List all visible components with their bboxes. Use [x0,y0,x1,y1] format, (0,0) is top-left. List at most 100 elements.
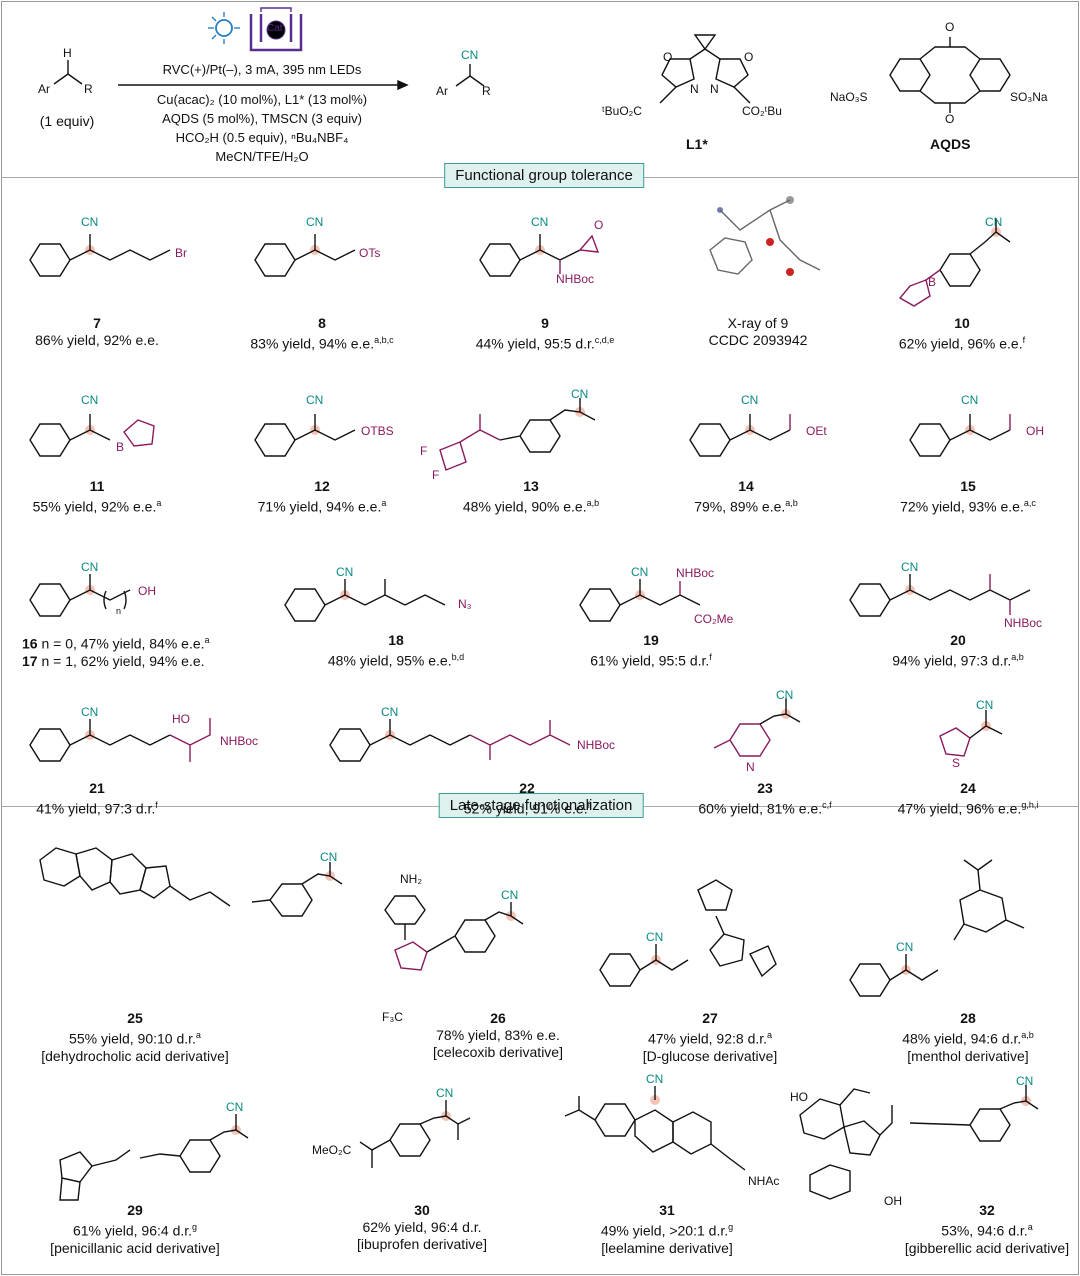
substrate-h: H [63,46,72,60]
atom-cn-29: CN [226,1100,244,1114]
compound-result-text: 47% yield, 92:8 d.r. [647,1030,768,1047]
compound-result-text: 79%, 89% e.e. [694,498,786,515]
compound-note: [leelamine derivative] [601,1239,733,1256]
compound-note: [D-glucose derivative] [642,1047,778,1064]
compound-result-text: X-ray of 9 [727,315,789,331]
compound-result: X-ray of 9 [709,315,808,332]
compound-result-text: 55% yield, 92% e.e. [32,498,157,515]
structure-30 [359,1100,471,1168]
aqds-so3na-left: NaO₃S [830,90,868,104]
compound-result-text: 41% yield, 97:3 d.r. [36,800,156,817]
compound-result-text: 60% yield, 81% e.e. [698,800,823,817]
product-ar: Ar [436,84,448,98]
atom-cn-21: CN [81,705,99,719]
compound-result: 71% yield, 94% e.e.a [258,495,387,516]
compound-result: 48% yield, 95% e.e.b,d [328,649,464,670]
atom-cn-27: CN [646,930,664,944]
structure-32 [799,1085,1039,1200]
compound-note: [penicillanic acid derivative] [50,1239,220,1256]
compound-result-text: 62% yield, 96:4 d.r. [362,1219,482,1235]
compound-result: 44% yield, 95:5 d.r.c,d,e [476,332,615,353]
compound-result-text: 62% yield, 96% e.e. [898,335,1023,352]
section-late-stage-functionalization: Late-stage functionalization [438,793,644,818]
footnote-marker: a [204,635,210,645]
compound-number: 27 [702,1010,718,1026]
compound-number: 31 [659,1202,675,1218]
compound-result-text: 94% yield, 97:3 d.r. [892,652,1012,669]
compound-result: 47% yield, 92:8 d.r.a [643,1027,778,1048]
compound-number: 8 [318,315,326,331]
substrate-equiv: (1 equiv) [39,113,95,129]
atom-oh-16: OH [138,584,156,598]
structure-11 [29,414,155,457]
structure-18 [284,579,446,622]
compound-line-16: 16 n = 0, 47% yield, 84% e.e.a [22,632,210,653]
substrate-structure [53,60,83,85]
atom-cn-19: CN [631,565,649,579]
compound-result: 49% yield, >20:1 d.r.g [601,1219,733,1240]
footnote-marker: c,d,e [594,335,615,345]
compound-note: [gibberellic acid derivative] [904,1239,1070,1256]
atom-cn-8: CN [306,215,324,229]
compound-result: 72% yield, 93% e.e.a,c [900,495,1036,516]
atom-cn-25: CN [320,850,338,864]
footnote-marker: a [156,498,162,508]
electrochemical-cell-icon [249,7,303,52]
footnote-marker: g [192,1222,198,1232]
structure-28 [849,859,1025,997]
compound-result-text: 52% yield, 91% e.e. [463,800,588,817]
condition-line-4: HCO₂H (0.5 equiv), ⁿBu₄NBF₄ [175,130,349,145]
structure-10 [898,218,1011,307]
compound-result-text: 83% yield, 94% e.e. [250,335,375,352]
footnote-marker: f [155,800,158,810]
structure-15 [909,414,1011,457]
atom-oh-32: OH [884,1194,902,1208]
atom-cn-15: CN [961,393,979,407]
compound-note: CCDC 2093942 [708,332,808,348]
substrate-ar: Ar [38,82,50,96]
compound-result: 41% yield, 97:3 d.r.f [36,797,158,818]
atom-cn-14: CN [741,393,759,407]
footnote-marker: a [195,1030,201,1040]
compound-number: 22 [519,780,535,796]
footnote-marker: b,d [451,652,465,662]
aqds-so3na-right: SO₃Na [1010,90,1048,104]
atom-s-24: S [952,756,961,770]
footnote-marker: g [728,1222,734,1232]
atom-nhboc-19: NHBoc [676,566,715,580]
ligand-l1-structure [659,34,751,104]
atom-meo2c-30: MeO₂C [312,1143,352,1157]
footnote-marker: a [1027,1222,1033,1232]
atom-cn-20: CN [901,560,919,574]
atom-nhboc-9: NHBoc [556,272,595,286]
structure-27 [599,879,777,987]
atom-cn-26: CN [501,888,519,902]
compound-number: 28 [960,1010,976,1026]
atom-n-23: N [746,760,755,774]
structure-29 [59,1114,249,1201]
compound-result: 62% yield, 96:4 d.r. [357,1219,487,1236]
compound-result-text: 53%, 94:6 d.r. [941,1222,1028,1239]
light-bulb-icon [208,12,240,44]
ligand-n-right: N [710,82,719,96]
compound-result-text: n = 1, 62% yield, 94% e.e. [37,652,205,669]
footnote-marker: a,b [1011,652,1024,662]
compound-result-text: 48% yield, 90% e.e. [462,498,587,515]
atom-b-10: B [928,275,937,289]
compound-result: 83% yield, 94% e.e.a,b,c [250,332,393,353]
compound-result: 53%, 94:6 d.r.a [905,1219,1069,1240]
structure-16-17 [29,574,131,617]
